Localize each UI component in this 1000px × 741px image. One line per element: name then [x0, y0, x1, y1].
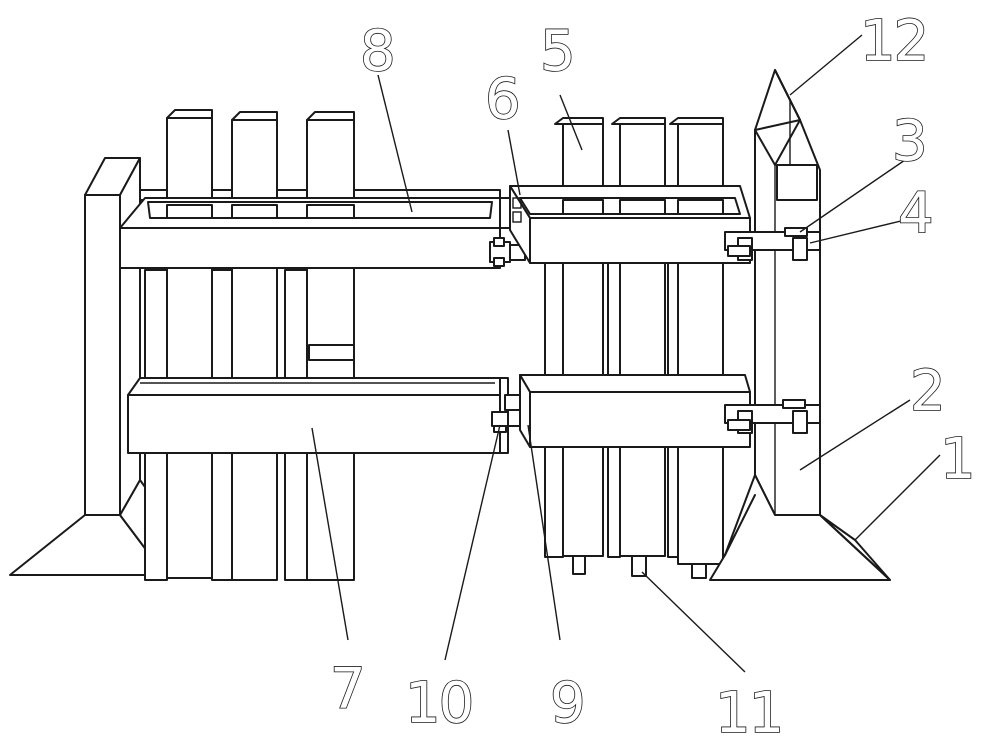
- label-12: 12: [860, 9, 927, 74]
- label-6: 6: [485, 67, 519, 132]
- lower-clamp-bracket: [724, 399, 821, 434]
- left-picket-2: [211, 111, 278, 581]
- label-11: 11: [715, 681, 782, 741]
- right-frame-post: [754, 69, 821, 516]
- label-10: 10: [405, 671, 472, 736]
- lower-right-trough: [519, 374, 751, 448]
- left-frame-post: [84, 157, 141, 516]
- left-picket-3: [284, 111, 355, 581]
- label-9: 9: [550, 671, 584, 736]
- upper-left-trough: [119, 197, 501, 269]
- label-5: 5: [540, 19, 574, 84]
- reference-numerals: 1 2 3 4 5 6 7 8 9 10 11 12: [329, 8, 976, 741]
- upper-clamp-bracket: [724, 227, 821, 261]
- label-2: 2: [910, 359, 944, 424]
- upper-right-trough: [509, 185, 751, 264]
- label-8: 8: [360, 19, 394, 84]
- leader-lines: [311, 34, 941, 673]
- label-1: 1: [940, 427, 974, 492]
- label-4: 4: [898, 181, 932, 246]
- right-base-foot: [709, 474, 891, 581]
- label-3: 3: [892, 109, 926, 174]
- lower-left-trough: [127, 377, 509, 454]
- left-picket-1: [144, 109, 213, 581]
- label-7: 7: [330, 657, 364, 722]
